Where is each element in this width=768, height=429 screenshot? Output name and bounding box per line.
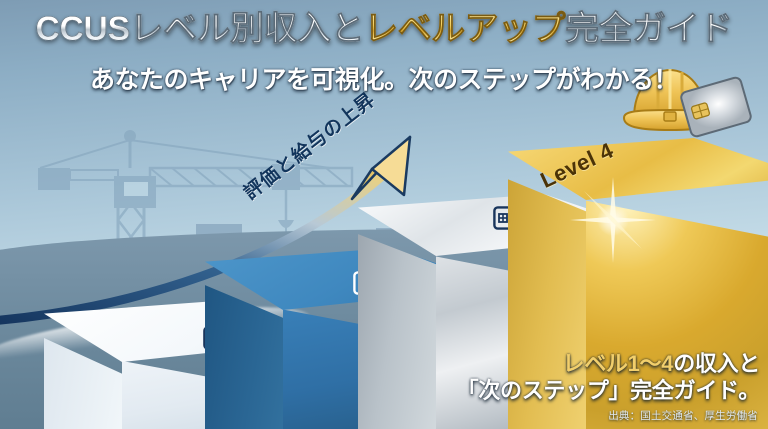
step-3-side [358, 234, 440, 429]
title-part-gold: レベルアップ [364, 10, 566, 48]
caption-block: レベル1〜4の収入と 「次のステップ」完全ガイド。 [456, 351, 761, 405]
page-title: CCUSレベル別収入とレベルアップ完全ガイド [0, 10, 768, 48]
source-note: 出典：国土交通省、厚生労働省 [608, 410, 758, 422]
caption-line-2: 「次のステップ」完全ガイド。 [456, 378, 761, 404]
growth-arrow-icon [0, 95, 560, 330]
page-subtitle: あなたのキャリアを可視化。次のステップがわかる！ [89, 66, 679, 94]
title-part-3: 完全ガイド [565, 10, 734, 48]
caption-line-1: レベル1〜4の収入と [457, 351, 761, 378]
caption-line-1-white: の収入と [673, 351, 760, 377]
ccus-card-icon [677, 74, 754, 140]
caption-line-1-gold: レベル1〜4 [562, 351, 674, 377]
step-level-4 [508, 138, 768, 429]
title-part-1: CCUSレベル別収入と [35, 10, 365, 48]
